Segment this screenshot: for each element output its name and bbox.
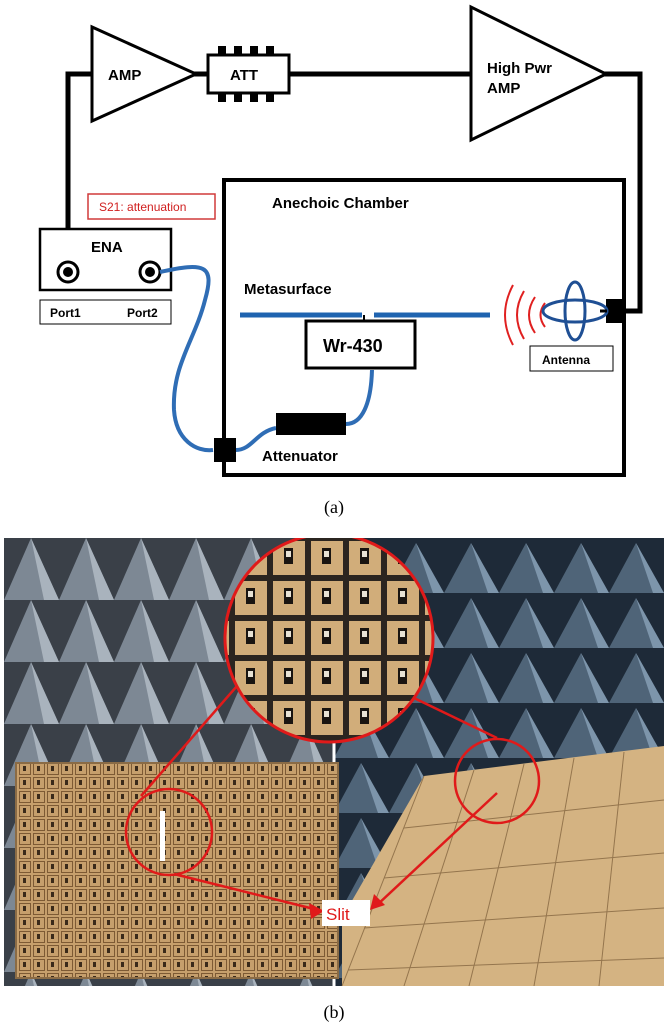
amp-block: AMP xyxy=(90,24,200,124)
zoom-region-left xyxy=(124,787,214,877)
blue-cables xyxy=(159,265,374,453)
arrowhead-right xyxy=(370,894,385,910)
line-ena-to-amp xyxy=(65,71,95,238)
slit-marker xyxy=(160,811,165,861)
zoom-inset xyxy=(223,538,435,744)
metasurface: Metasurface xyxy=(240,281,490,318)
port-labels: Port1 Port2 xyxy=(39,299,172,325)
feedthrough-left xyxy=(214,438,236,462)
att-label: ATT xyxy=(230,67,258,84)
attenuator-label: Attenuator xyxy=(262,448,338,465)
antenna-label: Antenna xyxy=(542,353,590,367)
port1-label: Port1 xyxy=(50,306,81,320)
antenna: Antenna xyxy=(504,280,614,372)
metasurface-board-front xyxy=(15,762,339,979)
slit-callout: Slit xyxy=(322,900,370,926)
port2-label: Port2 xyxy=(127,306,158,320)
caption-b: (b) xyxy=(323,1002,345,1022)
zoom-region-right xyxy=(453,737,541,825)
radiation-wave-icon xyxy=(504,284,546,346)
chamber-photo: Slit xyxy=(4,538,664,986)
metasurface-board-perspective xyxy=(341,746,664,986)
chamber-label: Anechoic Chamber xyxy=(272,195,409,212)
ena-label: ENA xyxy=(91,239,123,256)
wr430-label: Wr-430 xyxy=(323,336,383,356)
measurement-setup-diagram: AMP ATT High Pwr AMP S21: attenuation EN… xyxy=(38,4,643,477)
high-power-amp-block: High Pwr AMP xyxy=(469,4,610,143)
cable-port2-to-feedthrough xyxy=(159,265,214,453)
s21-label: S21: attenuation xyxy=(99,200,186,214)
caption-a: (a) xyxy=(324,497,344,517)
feedthrough-right xyxy=(606,299,626,323)
high-pwr-amp-label-line1: High Pwr xyxy=(487,60,552,77)
amp-label: AMP xyxy=(108,67,141,84)
attenuator-inside: Attenuator xyxy=(262,413,346,465)
att-block: ATT xyxy=(206,46,291,102)
s21-annotation: S21: attenuation xyxy=(87,193,216,220)
metasurface-label: Metasurface xyxy=(244,281,332,298)
annotations xyxy=(124,685,541,913)
line-hpa-to-antenna xyxy=(604,71,643,314)
anechoic-chamber: Anechoic Chamber xyxy=(222,178,626,477)
slit-label: Slit xyxy=(326,905,350,924)
ena-box: ENA xyxy=(38,227,173,292)
arrowhead-left xyxy=(309,903,324,919)
cable-attenuator-to-waveguide xyxy=(345,369,374,426)
antenna-icon xyxy=(541,280,609,342)
high-pwr-amp-label-line2: AMP xyxy=(487,80,520,97)
wr430-waveguide: Wr-430 xyxy=(304,315,417,370)
cable-feedthrough-to-attenuator xyxy=(235,426,277,452)
